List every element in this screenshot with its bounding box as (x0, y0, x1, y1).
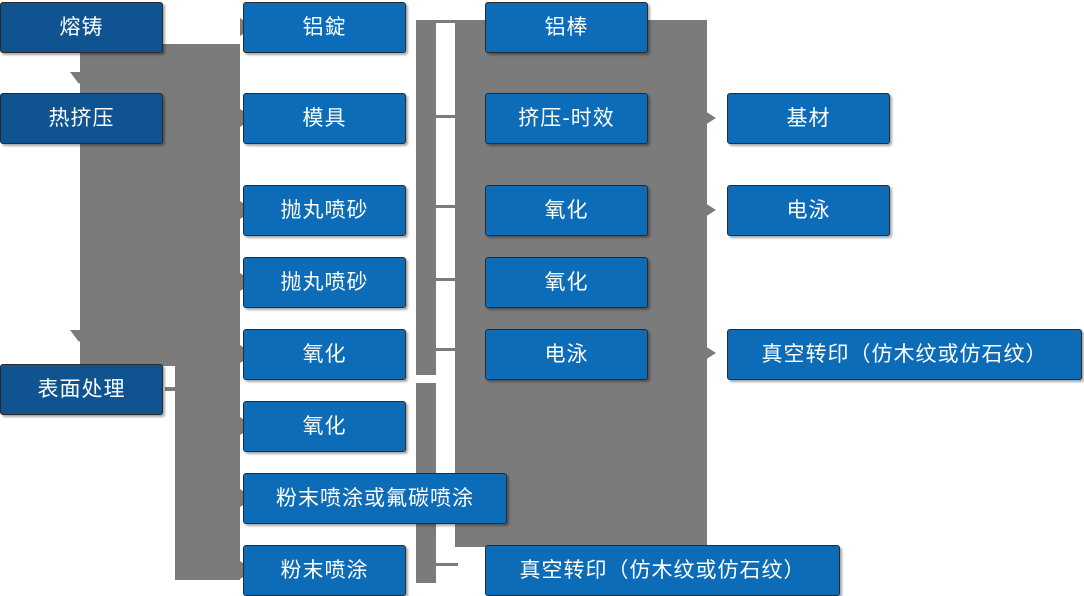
process-box-shot-blast-1[interactable]: 抛丸喷砂 (243, 185, 406, 236)
connector-tie-2 (436, 115, 458, 118)
connector-bar-mid-upper (416, 20, 436, 375)
connector-stub-surface (165, 387, 187, 391)
stage-box-hot-extrude[interactable]: 热挤压 (0, 93, 163, 144)
process-label: 真空转印（仿木纹或仿石纹） (519, 558, 806, 582)
process-label: 真空转印（仿木纹或仿石纹） (761, 342, 1048, 366)
process-label: 电泳 (544, 342, 589, 366)
process-label: 模具 (302, 106, 347, 130)
process-label: 氧化 (302, 342, 347, 366)
process-box-c3-oxidation-2[interactable]: 氧化 (485, 257, 648, 308)
process-box-powder-or-pvdf[interactable]: 粉末喷涂或氟碳喷涂 (243, 473, 507, 524)
process-box-oxidation-2[interactable]: 氧化 (243, 401, 406, 452)
connector-tie-3 (436, 205, 458, 208)
process-box-aluminum-bar[interactable]: 铝棒 (485, 2, 648, 53)
process-label: 铝錠 (302, 15, 347, 39)
process-label: 挤压-时效 (518, 106, 615, 130)
stage-box-surface-treatment[interactable]: 表面处理 (0, 364, 163, 415)
process-box-c3-oxidation-1[interactable]: 氧化 (485, 185, 648, 236)
stage-label: 表面处理 (37, 377, 126, 401)
connector-band-lower (175, 366, 240, 580)
arrow-right-icon-c4-2 (705, 203, 716, 217)
stage-label: 熔铸 (59, 15, 104, 39)
process-label: 抛丸喷砂 (280, 270, 369, 294)
connector-tie-6 (436, 563, 458, 566)
process-label: 氧化 (544, 198, 589, 222)
process-box-c4-electrophoresis[interactable]: 电泳 (727, 185, 890, 236)
process-label: 基材 (786, 106, 831, 130)
process-label: 电泳 (786, 198, 831, 222)
arrow-right-icon-c4-3 (705, 346, 716, 360)
process-box-aluminum-ingot[interactable]: 铝錠 (243, 2, 406, 53)
connector-tie-5 (436, 348, 458, 351)
stage-box-melt-cast[interactable]: 熔铸 (0, 2, 163, 53)
process-box-substrate[interactable]: 基材 (727, 93, 890, 144)
process-box-c4-vacuum-transfer[interactable]: 真空转印（仿木纹或仿石纹） (727, 329, 1082, 380)
arrow-down-icon-melt-to-extrude (70, 72, 88, 84)
process-box-shot-blast-2[interactable]: 抛丸喷砂 (243, 257, 406, 308)
process-box-mould[interactable]: 模具 (243, 93, 406, 144)
connector-tie-1 (436, 20, 458, 23)
process-box-c3-vacuum-transfer[interactable]: 真空转印（仿木纹或仿石纹） (485, 545, 840, 596)
process-label: 氧化 (302, 414, 347, 438)
connector-tie-4 (436, 278, 458, 281)
process-label: 粉末喷涂或氟碳喷涂 (276, 486, 474, 510)
process-box-extrude-aging[interactable]: 挤压-时效 (485, 93, 648, 144)
process-label: 氧化 (544, 270, 589, 294)
process-label: 抛丸喷砂 (280, 198, 369, 222)
arrow-right-icon-c4-1 (705, 111, 716, 125)
process-box-oxidation-1[interactable]: 氧化 (243, 329, 406, 380)
arrow-down-icon-extrude-to-surface (70, 330, 88, 342)
process-label: 粉末喷涂 (280, 558, 369, 582)
process-label: 铝棒 (544, 15, 589, 39)
process-box-c3-electrophoresis[interactable]: 电泳 (485, 329, 648, 380)
process-box-powder-coating[interactable]: 粉末喷涂 (243, 545, 406, 596)
stage-label: 热挤压 (48, 106, 115, 130)
